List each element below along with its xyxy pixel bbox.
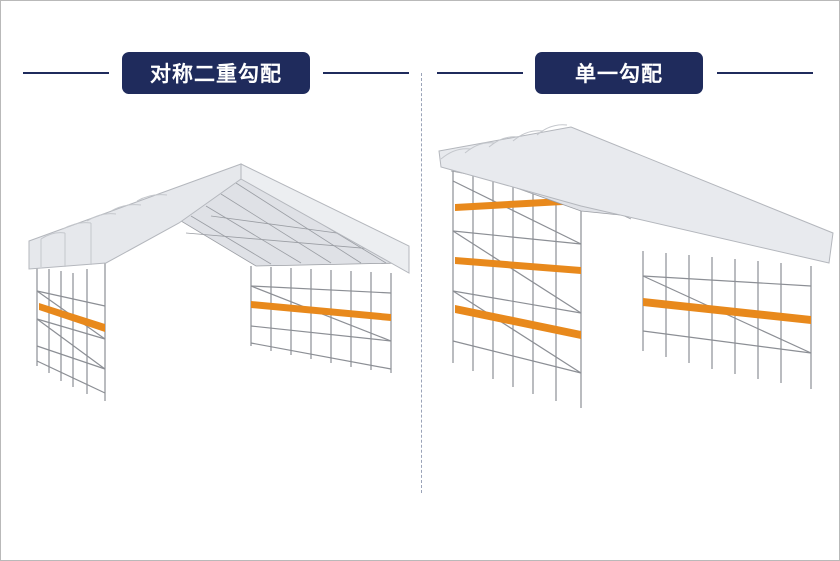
front-wall-plank-lower xyxy=(455,305,581,339)
left-wall-scaffold xyxy=(36,263,106,401)
roof-ribs xyxy=(440,124,568,160)
right-wall-plank xyxy=(251,301,391,321)
panel-title: 对称二重勾配 xyxy=(150,62,282,86)
roof-canopy xyxy=(438,126,834,264)
gable-tent-illustration xyxy=(28,163,410,401)
roof-ribs xyxy=(40,194,168,267)
right-panel: 单一勾配 xyxy=(421,1,840,560)
right-wall-scaffold xyxy=(250,266,392,373)
left-panel: 对称二重勾配 xyxy=(1,1,420,560)
front-wall-plank-upper xyxy=(455,197,581,211)
panel-title: 单一勾配 xyxy=(575,62,663,86)
title-badge: 对称二重勾配 xyxy=(122,52,310,94)
title-rule-right xyxy=(717,72,813,74)
roof-right-slope xyxy=(240,163,410,274)
rear-wall-plank xyxy=(643,298,811,324)
title-badge: 单一勾配 xyxy=(535,52,703,94)
front-wall-plank-middle xyxy=(455,257,581,274)
mono-pitch-tent-illustration xyxy=(438,124,834,408)
front-wall-scaffold xyxy=(452,166,582,408)
title-rule-right xyxy=(323,72,409,74)
panel-divider xyxy=(421,73,422,493)
title-rule-left xyxy=(23,72,109,74)
left-wall-plank xyxy=(39,303,105,332)
title-rule-left xyxy=(437,72,523,74)
